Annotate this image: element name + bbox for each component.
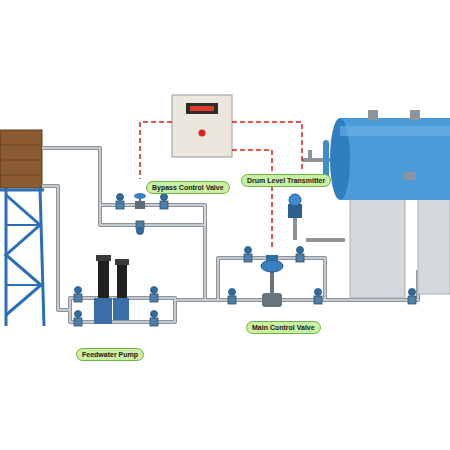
hand-valve [409,289,416,296]
hand-valve [314,296,322,304]
hand-valve [151,287,158,294]
pipework [42,186,70,310]
hand-valve [297,247,304,254]
callout-label: Feedwater Pump [76,348,144,361]
hand-valve [161,194,168,201]
hand-valve [151,311,158,318]
control-panel [172,95,232,157]
signal-wire [271,186,273,247]
bypass-control-valve [134,193,146,209]
hand-valve [244,254,252,262]
hand-valve [408,296,416,304]
control-panel [190,106,214,111]
hand-valve [75,287,82,294]
water-tank [0,160,42,161]
main-control-valve [266,255,278,261]
tank-tower [6,224,40,226]
feedwater-pump [94,298,112,324]
main-control-valve [261,255,283,307]
signal-wire [232,150,272,174]
feedwater-pump [98,258,109,300]
control-panel [199,130,206,137]
hand-valve [228,296,236,304]
tank-tower [6,284,42,286]
hand-valve [160,201,168,209]
feedwater-pump [94,255,129,324]
pipework [42,148,205,300]
boiler-drum [340,126,450,136]
water-tank [0,175,42,176]
water-tank [0,130,42,188]
label-text: Main Control Valve [252,323,315,332]
bypass-control-valve [134,193,146,199]
signal-wire [140,122,172,179]
tank-tower [0,189,44,192]
pipework [308,150,312,160]
hand-valve [74,294,82,302]
hand-valve [137,228,144,235]
drum-level-transmitter [289,194,301,206]
callout-label: Bypass Control Valve [146,181,230,194]
main-control-valve [262,293,282,307]
pipework-highlight [42,148,205,300]
main-control-valve [261,260,283,272]
feedwater-pump [117,262,127,300]
feedwater-pump [96,255,111,261]
boiler-drum [410,110,420,120]
boiler-drum [350,198,405,298]
hand-valve [150,294,158,302]
callout-label: Drum Level Transmitter [241,174,331,187]
hand-valve [315,289,322,296]
label-text: Bypass Control Valve [152,183,224,192]
hand-valve [116,201,124,209]
pipework [70,298,175,322]
main-control-valve [270,272,274,293]
hand-valve [74,318,82,326]
tank-tower [0,188,44,326]
control-panel [186,103,218,114]
tank-tower [6,195,41,315]
water-tank [0,145,42,146]
boiler-drum [368,110,378,120]
boiler-drum [323,110,450,298]
boiler-drum [404,172,416,180]
pipework-highlight [70,298,175,322]
feedwater-pump [115,259,129,265]
boiler-drum [418,198,450,294]
boiler-drum [340,118,450,200]
water-tank [0,130,42,188]
feedwater-pump [113,298,129,320]
hand-valve [117,194,124,201]
pipework [306,238,345,242]
control-panel [172,95,232,157]
callout-label: Main Control Valve [246,321,321,334]
bypass-control-valve [135,201,145,209]
hand-valve [229,289,236,296]
label-text: Feedwater Pump [82,350,138,359]
tank-tower [40,188,44,326]
hand-valve [74,194,416,327]
signal-wire [232,122,302,172]
hand-valve [75,311,82,318]
drum-level-transmitter [288,194,302,218]
hand-valve [150,318,158,326]
pipework-highlight [42,186,70,310]
hand-valve [245,247,252,254]
label-text: Drum Level Transmitter [247,176,325,185]
hand-valve [296,254,304,262]
